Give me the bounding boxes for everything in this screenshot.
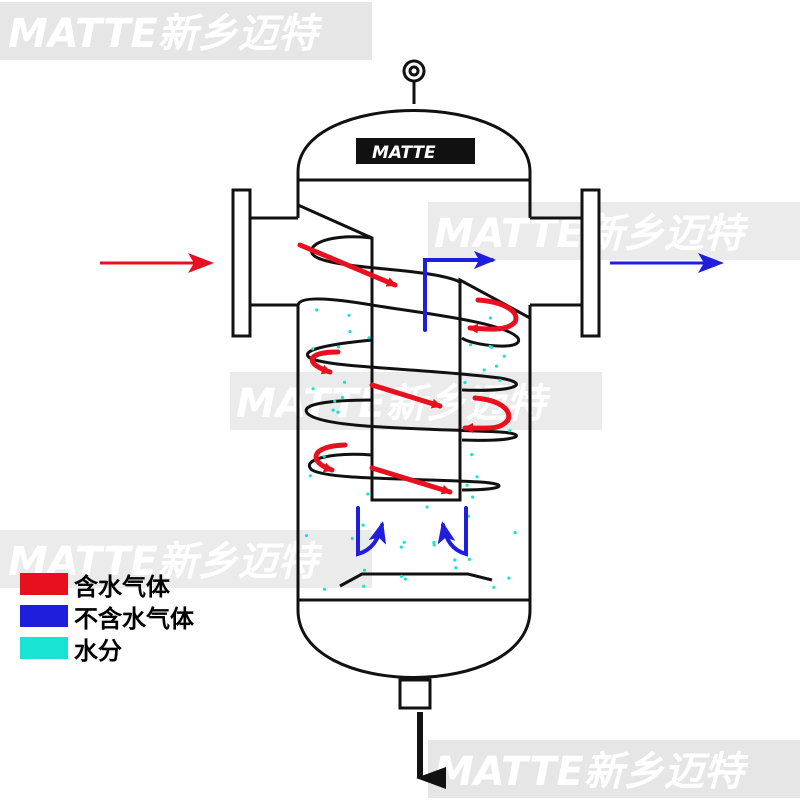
water-droplet [469,343,473,347]
water-droplet [315,308,319,312]
water-droplet [508,429,512,433]
watermark-bottom-right: MATTE新乡迈特 [428,740,800,798]
water-droplet [366,492,370,496]
water-droplet [362,568,367,572]
water-droplet [513,531,517,535]
legend-label: 不含水气体 [74,604,194,633]
watermark-center: MATTE新乡迈特 [230,372,602,430]
water-droplet [482,368,486,372]
water-droplet [471,495,475,499]
legend-item-wet-gas: 含水气体 [20,568,194,601]
water-droplet [308,474,312,478]
water-droplet [322,454,326,458]
water-droplet [336,345,340,349]
water-droplet [463,380,467,385]
water-droplet [311,347,315,351]
inlet-nozzle [231,188,298,338]
water-droplet [402,540,406,544]
water-droplet [340,395,345,400]
lifting-ring [402,59,426,104]
legend-swatch-water [20,637,68,659]
water-droplet [465,483,469,487]
watermark-text: MATTE新乡迈特 [8,11,323,57]
helical-coil [296,235,520,492]
water-droplet [498,378,502,382]
water-droplet [490,345,494,349]
water-droplet [323,587,327,591]
watermark-text: MATTE新乡迈特 [434,749,749,795]
deflector-plate [339,572,493,588]
water-droplet [453,558,457,562]
water-droplet [494,364,499,368]
brand-label: MATTE [372,143,436,163]
water-droplet [454,566,458,570]
wet-gas-arrows [297,242,519,495]
water-droplet [331,408,335,412]
watermark-mid-right: MATTE新乡迈特 [428,202,800,260]
water-droplet [399,574,404,578]
dry-gas-arrows [356,251,496,557]
water-droplets [304,308,517,591]
water-droplet [488,316,492,320]
watermark-top-left: MATTE新乡迈特 [0,2,372,60]
water-droplet [425,505,429,509]
legend-item-water: 水分 [20,632,194,665]
water-droplet [333,399,337,403]
water-droplet [399,545,403,549]
water-droplet [403,577,407,581]
water-droplet [507,576,511,580]
water-droplet [347,313,351,317]
water-droplet [502,354,506,358]
outlet-nozzle [530,188,601,338]
legend-item-dry-gas: 不含水气体 [20,600,194,633]
water-droplet [311,387,315,391]
legend: 含水气体 不含水气体 水分 [20,568,194,665]
water-droplet [350,536,354,541]
water-droplet [492,585,496,589]
water-droplet [367,336,371,340]
water-droplet [348,330,352,334]
brand-plate: MATTE [356,138,475,164]
legend-swatch-wet-gas [20,573,68,595]
water-droplet [475,475,479,479]
legend-swatch-dry-gas [20,605,68,627]
water-droplet [362,584,366,588]
water-droplet [304,534,309,538]
inner-baffles [297,203,531,502]
water-droplet [342,380,347,384]
water-droplet [470,453,474,457]
water-droplet [432,543,436,547]
water-droplet [467,557,471,562]
water-droplet [336,410,340,414]
legend-label: 含水气体 [74,572,170,601]
water-droplet [361,523,365,527]
water-droplet [432,540,436,545]
legend-label: 水分 [74,636,122,665]
vessel-body [296,109,532,679]
drain-outlet [398,678,432,710]
